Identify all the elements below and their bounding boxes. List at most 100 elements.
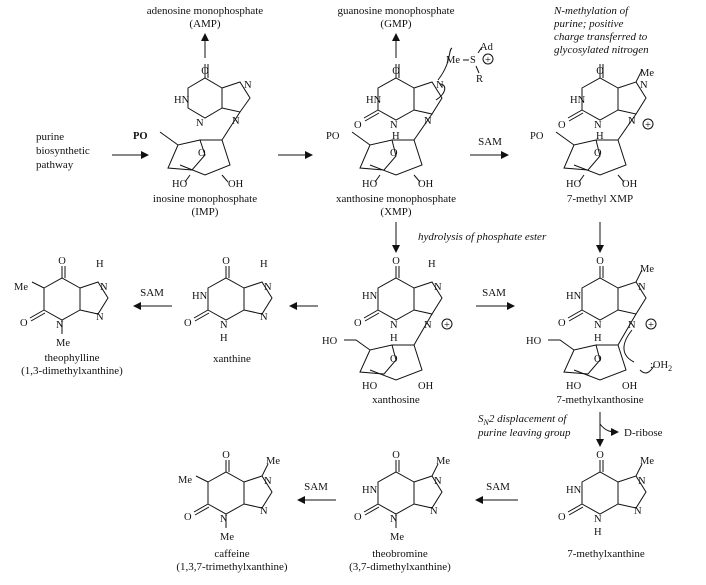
mxmp-n3: N bbox=[594, 120, 602, 131]
xanthosine-plus-circle bbox=[441, 318, 453, 330]
mxmp-name-label: 7-methyl XMP bbox=[567, 193, 633, 205]
d-ribose-branch-arrow bbox=[599, 423, 619, 436]
xanthosine-h: H bbox=[428, 259, 436, 270]
mxs-o6: O bbox=[596, 256, 604, 267]
gmp-name-label: guanosine monophosphate bbox=[337, 5, 454, 17]
caffeine-o6: O bbox=[222, 450, 230, 461]
theobromine-n9: N bbox=[430, 506, 438, 517]
xanthosine-n9: N bbox=[424, 320, 432, 331]
caffeine-name: caffeine bbox=[214, 548, 249, 560]
purine-line-2: biosynthetic bbox=[36, 145, 90, 157]
theobromine-structure bbox=[363, 460, 443, 528]
theobromine-o6: O bbox=[392, 450, 400, 461]
theobromine-hn: HN bbox=[362, 485, 378, 496]
sam-plus: + bbox=[485, 55, 491, 66]
xanthine-o6: O bbox=[222, 256, 230, 267]
theo-o6: O bbox=[58, 256, 66, 267]
theobromine-me3: Me bbox=[390, 532, 404, 543]
mxmp-n7: N bbox=[640, 80, 648, 91]
methylxanthosine-structure bbox=[548, 266, 655, 381]
sam-plus-circle bbox=[482, 53, 494, 65]
mxn-n3: N bbox=[594, 514, 602, 525]
caffeine-n3: N bbox=[220, 514, 228, 525]
xmp-name-label: xanthosine monophosphate bbox=[336, 193, 456, 205]
xmp-h3: H bbox=[392, 131, 400, 142]
sam-ad-bond bbox=[477, 46, 483, 54]
xanthine-hn: HN bbox=[192, 291, 208, 302]
xanthosine-h3: H bbox=[390, 333, 398, 344]
caffeine-me3: Me bbox=[220, 532, 234, 543]
theobromine-sys: (3,7-dimethylxanthine) bbox=[349, 561, 451, 573]
sn2-line-1: SN2 displacement of bbox=[478, 413, 568, 427]
theo-me3: Me bbox=[56, 338, 70, 349]
caffeine-me7: Me bbox=[266, 456, 280, 467]
xanthosine-structure bbox=[344, 266, 443, 381]
mxn-o6: O bbox=[596, 450, 604, 461]
imp-n7: N bbox=[244, 80, 252, 91]
xmp-ho: HO bbox=[362, 179, 378, 190]
mxn-o2: O bbox=[558, 512, 566, 523]
imp-po: PO bbox=[133, 131, 148, 142]
sam-r: R bbox=[476, 74, 483, 85]
mxs-n7: N bbox=[638, 282, 646, 293]
xmp-o2: O bbox=[354, 120, 362, 131]
theo-n9: N bbox=[96, 312, 104, 323]
mxmp-me: Me bbox=[640, 68, 654, 79]
imp-n3: N bbox=[196, 118, 204, 129]
theobromine-n7: N bbox=[434, 476, 442, 487]
mxs-ring-o: O bbox=[594, 354, 602, 365]
caffeine-me1: Me bbox=[178, 475, 192, 486]
xmp-oh: OH bbox=[418, 179, 434, 190]
mxs-hn: HN bbox=[566, 291, 582, 302]
xmp-n3: N bbox=[390, 120, 398, 131]
mxmp-plus: + bbox=[645, 120, 651, 131]
methylxanthine-name: 7-methylxanthine bbox=[567, 548, 645, 560]
xanthosine-hn: HN bbox=[362, 291, 378, 302]
d-ribose-label: D-ribose bbox=[624, 427, 663, 439]
xanthosine-o6: O bbox=[392, 256, 400, 267]
mxs-plus-circle bbox=[645, 318, 657, 330]
sn2-line-2: purine leaving group bbox=[477, 427, 571, 439]
amp-name-label: adenosine monophosphate bbox=[147, 5, 264, 17]
xanthosine-o2: O bbox=[354, 318, 362, 329]
xanthine-n7: N bbox=[264, 282, 272, 293]
mxn-me7: Me bbox=[640, 456, 654, 467]
gmp-abbr-label: (GMP) bbox=[380, 18, 412, 30]
mxn-h3: H bbox=[594, 527, 602, 538]
theobromine-me7: Me bbox=[436, 456, 450, 467]
mxmp-o2: O bbox=[558, 120, 566, 131]
mxmp-ring-o: O bbox=[594, 148, 602, 159]
imp-oh: OH bbox=[228, 179, 244, 190]
hydrolysis-label: hydrolysis of phosphate ester bbox=[418, 231, 547, 243]
mxs-plus: + bbox=[648, 320, 654, 331]
note-line-4: glycosylated nitrogen bbox=[554, 44, 649, 56]
imp-hn: HN bbox=[174, 95, 190, 106]
mxmp-hn: HN bbox=[570, 95, 586, 106]
caffeine-n7: N bbox=[264, 476, 272, 487]
xanthosine-n7: N bbox=[434, 282, 442, 293]
purine-line-1: purine bbox=[36, 131, 64, 143]
xanthosine-name: xanthosine bbox=[372, 394, 420, 406]
theophylline-structure bbox=[29, 266, 109, 334]
imp-ring-o: O bbox=[198, 148, 206, 159]
xmp-n7: N bbox=[436, 80, 444, 91]
mxs-ho5: HO bbox=[526, 336, 542, 347]
mxs-oh: OH bbox=[622, 381, 638, 392]
xanthosine-n3: N bbox=[390, 320, 398, 331]
mxmp-n9: N bbox=[628, 116, 636, 127]
xmp-ring-o: O bbox=[390, 148, 398, 159]
theo-h: H bbox=[96, 259, 104, 270]
theobromine-name: theobromine bbox=[372, 548, 428, 560]
sam-label-1: SAM bbox=[478, 136, 502, 148]
xanthine-n9: N bbox=[260, 312, 268, 323]
xmp-oxygen: O bbox=[392, 66, 400, 77]
xanthosine-plus: + bbox=[444, 320, 450, 331]
xanthine-o2: O bbox=[184, 318, 192, 329]
sam-ad: Ad bbox=[480, 42, 494, 53]
caffeine-o2: O bbox=[184, 512, 192, 523]
xanthosine-ring-o: O bbox=[390, 354, 398, 365]
caffeine-structure bbox=[193, 460, 273, 528]
theo-me1: Me bbox=[14, 282, 28, 293]
methylxanthine-structure bbox=[567, 460, 647, 516]
